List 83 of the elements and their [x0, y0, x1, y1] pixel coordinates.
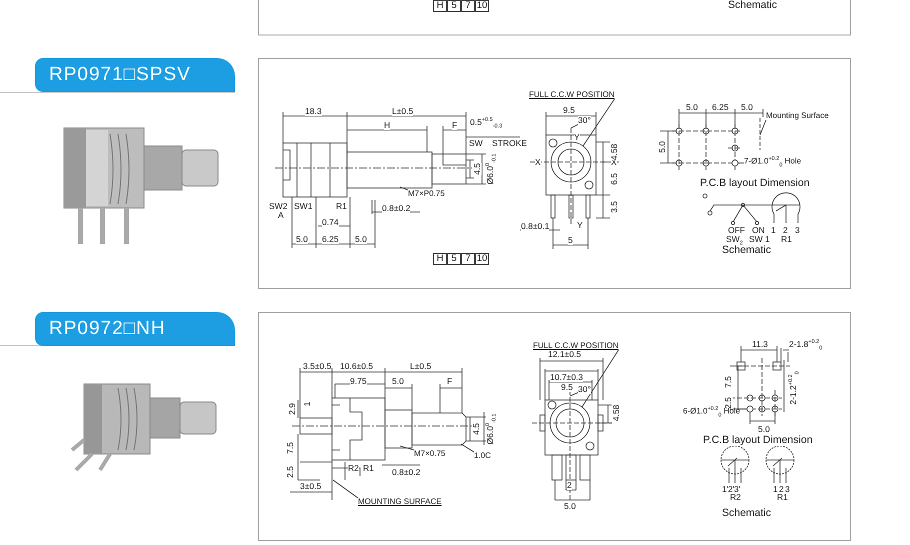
dimension-label: 0.74 [322, 218, 339, 226]
dimension-label: 5.0 [392, 377, 404, 386]
pin-label: SW 1 [749, 235, 770, 244]
caption-text: Schematic [722, 245, 772, 256]
dimension-label: 4.58 [612, 404, 620, 422]
table-cell: 7 [461, 0, 475, 12]
table-cell: 10 [475, 0, 489, 12]
pin-label: Y [574, 133, 580, 142]
dimension-label: 10.7±0.3 [550, 373, 584, 382]
dimension-label: 30° [578, 116, 591, 124]
pin-label: R1 [363, 464, 374, 472]
pin-label: X [535, 158, 541, 166]
pin-label: R1 [781, 235, 792, 244]
dimension-label: 9.5 [561, 383, 573, 392]
dimension-label: 4.58 [610, 144, 618, 160]
dimension-label: 5.0 [658, 141, 666, 153]
pin-label: R2 [348, 464, 359, 472]
table-cell: H [433, 0, 447, 12]
table-cell: H [433, 253, 447, 265]
dimension-label: 2 [567, 481, 572, 490]
dimension-label: 7.5 [286, 442, 294, 454]
pin-label: R1 [777, 493, 788, 502]
pin-label: ON [752, 226, 765, 234]
pin-label: OFF [728, 226, 745, 234]
pin-label: SW1 [294, 202, 312, 210]
pin-label: R1 [336, 202, 347, 210]
pin-label: SW2 [269, 202, 288, 210]
pin-label: Y [577, 221, 583, 230]
caption-text: P.C.B layout Dimension [700, 178, 810, 188]
caption-text: P.C.B layout Dimension [703, 435, 813, 446]
dimension-label: 6.5 [610, 173, 618, 185]
pin-label: 2' [728, 485, 734, 494]
dimension-label: 12.1±0.5 [548, 350, 582, 358]
dimension-label: L±0.5 [410, 362, 432, 370]
table-cell: 7 [461, 253, 475, 265]
dimension-label: F [452, 121, 458, 130]
dimension-label: 10.6±0.5 [340, 362, 374, 370]
dimension-label: 3±0.5 [300, 482, 322, 490]
table-cell: 5 [447, 0, 461, 12]
dimension-label: 0.8±0.2 [382, 204, 410, 212]
pin-label: 1' [722, 485, 728, 494]
dimension-label: 5.0 [741, 103, 753, 112]
table-cell: 5 [447, 253, 461, 265]
pin-label: 2 [779, 485, 784, 494]
table-cell: 10 [475, 253, 489, 265]
dimension-label: 1 [302, 402, 312, 406]
caption-text: Schematic [722, 508, 772, 518]
dimension-label: 9.5 [563, 106, 575, 114]
pin-label: 3 [785, 485, 790, 494]
dimension-label: 5.0 [564, 502, 576, 510]
dimension-label: 6.25 [712, 103, 729, 112]
dimension-label: 7.5 [724, 376, 732, 388]
dimension-label: 4.5 [472, 163, 482, 175]
dimension-label: SW [469, 139, 483, 148]
dimension-label: 5.0 [355, 235, 367, 244]
dimension-label: 3.5 [610, 201, 618, 213]
pin-label: R2 [730, 493, 741, 502]
dimension-label: 5.0 [686, 103, 698, 112]
dimension-label: STROKE [492, 139, 527, 148]
dimension-label: 2.9 [288, 403, 296, 415]
dimension-label: 5.0 [296, 235, 308, 244]
dimension-label: L±0.5 [392, 107, 414, 116]
pin-label: 1 [771, 226, 776, 234]
dimension-label: 6.25 [322, 235, 339, 244]
dimension-label: 4.5 [472, 423, 480, 435]
dimension-label: 0.8±0.2 [392, 468, 420, 476]
dimension-label: 5.0 [758, 425, 770, 434]
dimension-label: 2.5 [286, 466, 294, 478]
dimension-label: 3.5±0.5 [303, 362, 332, 370]
pin-label: 3 [795, 226, 800, 234]
dimension-label: 11.3 [752, 340, 768, 348]
dimension-label: 0.8±0.1 [521, 222, 550, 230]
dimension-label: H [384, 121, 390, 130]
pin-label: A [278, 211, 284, 220]
dimension-label: F [447, 377, 452, 386]
pin-label: 2 [783, 226, 788, 234]
dimension-label: 30° [578, 385, 591, 394]
dimension-label: 2.5 [724, 397, 732, 409]
pin-label: 1 [773, 485, 778, 494]
dimension-label: 5 [568, 236, 573, 244]
dimension-label: 9.75 [350, 377, 367, 386]
caption-text: Schematic [728, 0, 778, 10]
dimension-label: 18.3 [305, 107, 322, 116]
